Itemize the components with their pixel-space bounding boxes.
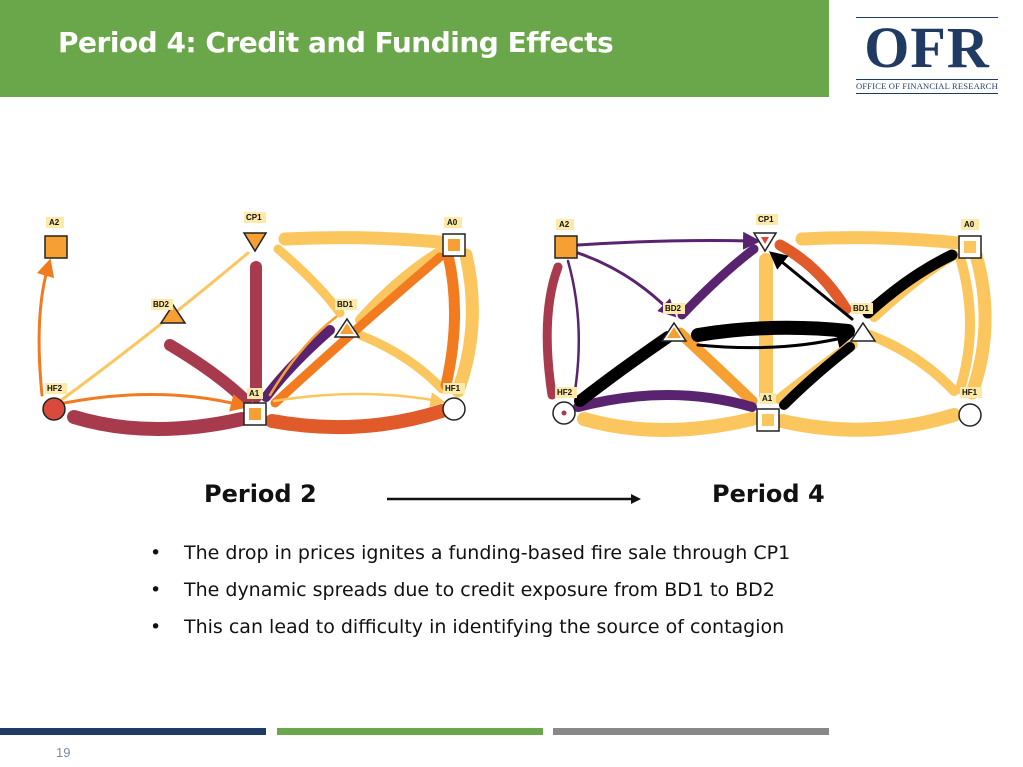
edge-bd1-bd2 — [691, 320, 855, 342]
node-hf1 — [442, 397, 466, 421]
label-a2: A2 — [49, 218, 60, 227]
edge-bd1-cp1-thin — [769, 251, 854, 321]
edge-hf2-a1 — [62, 393, 249, 412]
node-bd1-inner — [340, 323, 354, 334]
node-a0-inner — [448, 239, 460, 251]
period-4-label: Period 4 — [712, 480, 825, 508]
edge-bd2-a1 — [164, 339, 252, 407]
edge-cp1-bd1 — [774, 239, 852, 315]
edge-hf1-a0 — [440, 249, 460, 391]
label-hf1: HF1 — [962, 388, 978, 397]
edge-hf2-a2 — [542, 262, 563, 400]
node-cp1 — [242, 232, 268, 253]
edge-a0-hf1-light — [965, 248, 992, 400]
logo-bottom-rule — [856, 93, 998, 94]
node-hf2 — [42, 397, 66, 421]
edge-bd1-a1-thin — [268, 315, 338, 397]
label-cp1: CP1 — [758, 215, 774, 224]
edge-cp1-hf2 — [58, 251, 250, 403]
bullet-text: The drop in prices ignites a funding-bas… — [184, 542, 791, 564]
edge-bd2-a1 — [674, 327, 758, 407]
footer-bar-navy — [0, 728, 266, 735]
edge-a0-hf1-light — [451, 248, 479, 398]
node-a1-inner — [762, 414, 774, 426]
network-diagram-period-4: A2 CP1 A0 BD2 BD1 HF2 A1 HF1 — [542, 214, 992, 437]
bullet-list: •The drop in prices ignites a funding-ba… — [146, 542, 790, 653]
label-hf2: HF2 — [557, 388, 573, 397]
logo-subtitle: OFFICE OF FINANCIAL RESEARCH — [856, 81, 999, 91]
label-bd2: BD2 — [153, 300, 170, 309]
node-bd1 — [849, 321, 877, 342]
slide-title: Period 4: Credit and Funding Effects — [58, 26, 614, 59]
node-hf2-inner — [561, 410, 567, 416]
network-diagram-period-2: A2 CP1 A0 BD2 BD1 HF2 A1 HF1 — [36, 212, 479, 436]
bullet-text: The dynamic spreads due to credit exposu… — [184, 579, 775, 601]
edge-cp1-a0 — [795, 231, 965, 250]
edge-a2-bd2 — [576, 251, 677, 318]
node-a2 — [554, 235, 578, 259]
label-bd1: BD1 — [337, 300, 354, 309]
node-a0-inner — [964, 241, 976, 253]
edge-bd2-bd1-thin — [696, 330, 855, 350]
label-hf1: HF1 — [445, 384, 461, 393]
node-a2 — [44, 235, 68, 259]
edge-hf2-a2 — [36, 258, 55, 397]
label-a0: A0 — [964, 220, 975, 229]
label-hf2: HF2 — [47, 384, 63, 393]
edge-a1-hf2 — [577, 412, 759, 437]
node-hf1 — [958, 403, 982, 427]
bullet-item: •The dynamic spreads due to credit expos… — [150, 579, 775, 601]
edge-a0-hf1-light-2 — [955, 252, 975, 394]
footer-bar-gray — [553, 728, 829, 735]
edge-a2-cp1 — [576, 231, 761, 250]
edge-hf2-a1 — [573, 390, 757, 412]
logo-text: OFR — [864, 15, 990, 80]
edge-a0-a1 — [270, 252, 445, 408]
edge-bd1-a0-black — [862, 249, 958, 319]
edge-a1-hf1 — [265, 404, 449, 435]
ofr-logo: OFR OFFICE OF FINANCIAL RESEARCH — [856, 17, 998, 95]
edge-cp1-bd1 — [273, 244, 345, 318]
edge-bd1-a1 — [261, 325, 335, 402]
footer-bar-green — [277, 728, 543, 735]
period-2-label: Period 2 — [204, 480, 317, 508]
label-bd2: BD2 — [665, 304, 682, 313]
node-a1-inner — [249, 408, 261, 420]
edge-bd1-hf1 — [355, 330, 447, 394]
edge-bd1-hf1 — [865, 330, 959, 396]
label-bd1: BD1 — [853, 304, 870, 313]
node-bd2 — [159, 303, 187, 324]
edge-a2-hf2-thin — [566, 259, 581, 399]
node-cp1-inner — [761, 237, 769, 244]
edge-bd1-a1-black — [779, 342, 855, 410]
bullet-item: •The drop in prices ignites a funding-ba… — [150, 542, 791, 564]
label-a1: A1 — [762, 394, 773, 403]
edge-bd2-cp1 — [677, 244, 759, 320]
label-a2: A2 — [559, 220, 570, 229]
page-number: 19 — [56, 745, 71, 760]
edge-cp1-a0 — [278, 231, 457, 250]
logo-middle-rule — [856, 79, 998, 80]
edge-a1-hf1 — [775, 408, 961, 437]
edge-bd2-hf2 — [574, 331, 674, 407]
logo-top-rule — [856, 17, 998, 18]
label-a1: A1 — [249, 389, 260, 398]
title-bar: Period 4: Credit and Funding Effects — [0, 0, 829, 97]
node-bd2-inner — [667, 327, 681, 338]
bullet-item: •This can lead to difficulty in identify… — [150, 616, 785, 638]
period-arrow — [387, 494, 641, 504]
edge-a1-hf2 — [67, 410, 249, 436]
label-cp1: CP1 — [246, 213, 262, 222]
edge-a1-hf1-thin — [272, 392, 446, 408]
edge-bd1-a0 — [355, 244, 449, 325]
bullet-text: This can lead to difficulty in identifyi… — [184, 616, 785, 638]
label-a0: A0 — [447, 218, 458, 227]
